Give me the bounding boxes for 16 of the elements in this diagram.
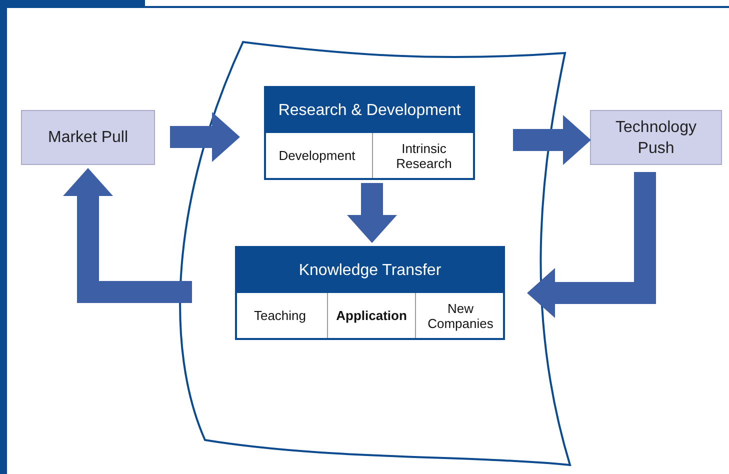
process-box: Market Pull bbox=[21, 110, 155, 165]
block-arrow bbox=[347, 183, 397, 243]
block-arrow bbox=[527, 172, 656, 318]
table-cell: New Companies bbox=[415, 293, 505, 338]
table-cell: Teaching bbox=[235, 293, 325, 338]
table-cell: Application bbox=[327, 293, 415, 338]
block-arrow bbox=[513, 115, 591, 165]
block-arrow bbox=[63, 168, 192, 303]
block-arrow bbox=[170, 112, 240, 162]
table-heading: Knowledge Transfer bbox=[298, 260, 442, 280]
table-cell: Development bbox=[264, 133, 370, 178]
process-box: Technology Push bbox=[590, 110, 722, 165]
table-cell: Intrinsic Research bbox=[372, 133, 475, 178]
table-box bbox=[235, 246, 505, 340]
table-heading: Research & Development bbox=[278, 100, 461, 120]
table-box bbox=[264, 86, 475, 180]
